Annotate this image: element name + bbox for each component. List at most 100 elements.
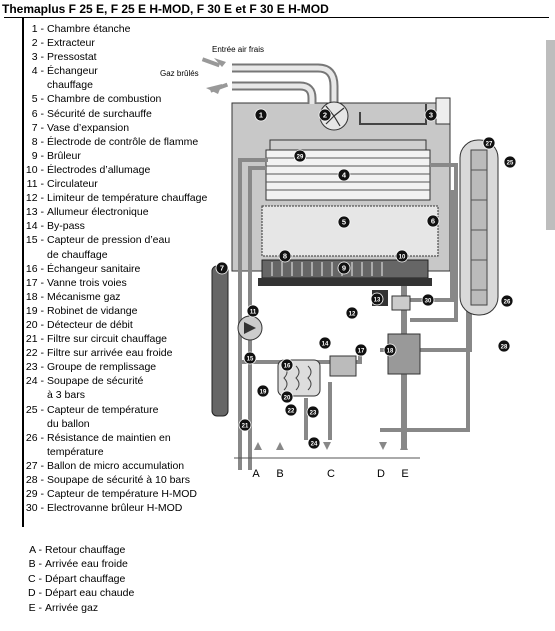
legend-item: à 3 bars [22, 388, 224, 402]
marker-25: 25 [503, 155, 517, 169]
legend-number: 29 - [25, 488, 44, 501]
connection-item: E -Arrivée gaz [22, 601, 134, 615]
svg-text:9: 9 [342, 264, 346, 273]
marker-16: 16 [280, 358, 294, 372]
svg-text:12: 12 [349, 312, 356, 318]
marker-22: 22 [284, 403, 298, 417]
svg-text:8: 8 [283, 252, 287, 261]
legend-item: 22 -Filtre sur arrivée eau froide [22, 346, 224, 360]
legend-number: 15 - [25, 234, 44, 247]
marker-14: 14 [318, 336, 332, 350]
svg-text:16: 16 [284, 364, 291, 370]
connection-key: B - [28, 558, 42, 571]
legend-item: 14 -By-pass [22, 219, 224, 233]
legend-number: 24 - [25, 375, 44, 388]
legend-number: 6 - [31, 107, 44, 120]
marker-2: 2 [318, 108, 332, 122]
marker-8: 8 [278, 249, 292, 263]
legend-number: 9 - [31, 149, 44, 162]
svg-text:7: 7 [220, 264, 224, 273]
legend-label: à 3 bars [47, 389, 85, 402]
connection-key: E - [28, 601, 42, 614]
legend-label: Résistance de maintien en [47, 431, 171, 444]
connection-key: D - [28, 587, 42, 600]
legend-label: chauffage [47, 79, 93, 92]
legend-label: Brûleur [47, 149, 81, 162]
marker-5: 5 [337, 215, 351, 229]
connection-label: Départ chauffage [45, 572, 126, 585]
legend-label: Robinet de vidange [47, 304, 138, 317]
svg-text:20: 20 [284, 396, 291, 402]
burner-solenoid [391, 295, 411, 311]
legend-number: 27 - [25, 459, 44, 472]
legend-item: 12 -Limiteur de température chauffage [22, 191, 224, 205]
legend-number: 28 - [25, 474, 44, 486]
marker-11: 11 [246, 304, 260, 318]
legend-number: 20 - [25, 318, 44, 331]
legend-number: 12 - [25, 192, 44, 205]
legend-label: Chambre étanche [47, 23, 131, 35]
legend-number: 30 - [25, 502, 44, 515]
connection-letter-D: D [377, 468, 385, 480]
svg-text:28: 28 [501, 345, 508, 351]
svg-text:19: 19 [260, 390, 267, 396]
marker-15: 15 [243, 351, 257, 365]
legend-number: 14 - [25, 220, 44, 233]
legend-label: Allumeur électronique [47, 206, 149, 219]
marker-7: 7 [215, 261, 229, 275]
legend-item: 27 -Ballon de micro accumulation [22, 459, 224, 473]
air-inlet-label: Entrée air frais [212, 45, 264, 54]
page-title: Themaplus F 25 E, F 25 E H-MOD, F 30 E e… [2, 2, 329, 16]
pressostat [435, 97, 451, 125]
exchanger-top-rail [269, 139, 427, 151]
legend-label: température [47, 445, 104, 458]
marker-26: 26 [500, 294, 514, 308]
legend-number: 23 - [25, 361, 44, 374]
connection-key: C - [28, 572, 42, 585]
legend-item: 11 -Circulateur [22, 177, 224, 191]
combustion-chamber [261, 205, 439, 257]
legend-item: 4 -Échangeur [22, 64, 224, 78]
legend-number: 4 - [31, 65, 44, 78]
legend-label: Capteur de température H-MOD [47, 488, 197, 501]
legend-number: 19 - [25, 304, 44, 317]
svg-text:15: 15 [247, 357, 254, 363]
exchanger-fins [266, 157, 430, 191]
connection-item: B -Arrivée eau froide [22, 557, 134, 571]
expansion-vessel [211, 265, 229, 417]
legend-label: Soupape de sécurité [47, 375, 144, 388]
legend-label: Sécurité de surchauffe [47, 107, 152, 120]
legend-number: 5 - [31, 93, 44, 106]
legend-number: 8 - [31, 135, 44, 148]
marker-1: 1 [254, 108, 268, 122]
flue-pipes [232, 63, 427, 125]
legend-number: 21 - [25, 333, 44, 346]
legend-label: du ballon [47, 417, 90, 430]
flue-outlet-label: Gaz brûlés [160, 69, 199, 78]
marker-27: 27 [482, 136, 496, 150]
marker-6: 6 [426, 214, 440, 228]
svg-text:5: 5 [342, 218, 346, 227]
svg-text:24: 24 [311, 442, 318, 448]
connection-item: C -Départ chauffage [22, 572, 134, 586]
legend-item: 10 -Électrodes d’allumage [22, 163, 224, 177]
legend-label: Filtre sur arrivée eau froide [47, 347, 173, 360]
legend-label: Détecteur de débit [47, 318, 133, 331]
legend-item: de chauffage [22, 248, 224, 262]
marker-24: 24 [307, 436, 321, 450]
connection-label: Arrivée gaz [45, 601, 99, 614]
svg-text:4: 4 [342, 171, 347, 180]
legend-item: 20 -Détecteur de débit [22, 318, 224, 332]
legend-number: 18 - [25, 290, 44, 303]
legend-item: 29 -Capteur de température H-MOD [22, 487, 224, 501]
marker-20: 20 [280, 390, 294, 404]
marker-9: 9 [337, 261, 351, 275]
title-rule [4, 17, 549, 18]
legend-item: 16 -Échangeur sanitaire [22, 262, 224, 276]
legend-label: Échangeur sanitaire [47, 262, 141, 275]
